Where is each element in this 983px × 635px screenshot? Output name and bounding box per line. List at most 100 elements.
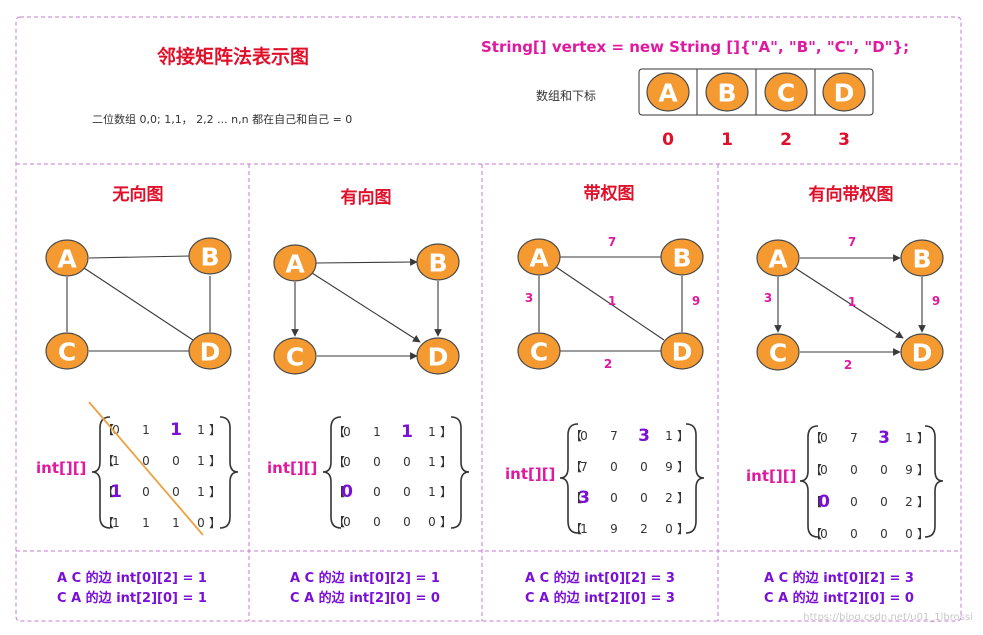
watermark: https://blog.csdn.net/u01_1lbrossi (803, 612, 973, 623)
svg-text:C: C (286, 343, 304, 372)
matrix-bracket-right: 】 (917, 431, 929, 445)
svg-text:B: B (672, 244, 691, 273)
svg-text:A: A (768, 245, 788, 274)
node-b: B (660, 238, 704, 276)
matrix-cell: 0 (403, 485, 411, 499)
matrix-cell: 0 (640, 460, 648, 474)
node-b: B (416, 243, 460, 281)
svg-text:A: A (57, 245, 77, 274)
matrix-cell: 7 (610, 429, 618, 443)
svg-text:C A 的边 int[2][0] = 0: C A 的边 int[2][0] = 0 (290, 590, 440, 606)
node-c: C (517, 332, 561, 370)
matrix-cell: 0 (373, 515, 381, 529)
matrix-label: int[][] (36, 459, 86, 477)
svg-text:D: D (834, 79, 855, 108)
svg-text:D: D (428, 343, 449, 372)
matrix-bracket-right: 】 (209, 454, 221, 468)
svg-text:C: C (777, 79, 795, 108)
matrix-cell: 3 (578, 488, 590, 508)
node-a: A (756, 239, 800, 277)
array-cell-d: D (822, 72, 866, 112)
graph-edges (66, 255, 211, 352)
matrix-bracket-left: 【 (333, 455, 345, 469)
svg-text:B: B (717, 79, 736, 108)
matrix-cell: 0 (343, 515, 351, 529)
matrix-cell: 9 (665, 460, 673, 474)
matrix-cell: 1 (401, 422, 413, 442)
matrix-bracket-left: 【 (333, 485, 345, 499)
svg-text:2: 2 (844, 358, 852, 372)
matrix-bracket-right: 】 (677, 522, 689, 536)
matrix-bracket-right: 】 (209, 485, 221, 499)
matrix-cell: 0 (373, 455, 381, 469)
panel-title: 有向图 (341, 187, 392, 208)
panel-title: 有向带权图 (809, 184, 894, 205)
array-cell-b: B (705, 72, 749, 112)
matrix-cell: 7 (850, 431, 858, 445)
matrix-bracket-right: 】 (440, 485, 452, 499)
matrix-bracket-left: 【 (333, 425, 345, 439)
matrix-cell: 9 (905, 463, 913, 477)
node-c: C (756, 333, 800, 371)
matrix-cell: 1 (197, 423, 205, 437)
svg-text:1: 1 (608, 294, 616, 308)
matrix-cell: 1 (170, 420, 182, 440)
panel-title: 带权图 (584, 183, 635, 204)
graph-edges (291, 258, 442, 360)
svg-text:C: C (58, 338, 76, 367)
matrix-cell: 1 (142, 423, 150, 437)
matrix-cell: 0 (880, 495, 888, 509)
node-a: A (45, 239, 89, 277)
array-label: 数组和下标 (536, 88, 596, 103)
matrix-cell: 1 (905, 431, 913, 445)
matrix-bracket-left: 【 (810, 495, 822, 509)
matrix-cell: 0 (665, 522, 673, 536)
node-d: D (416, 337, 460, 375)
matrix-cell: 0 (820, 463, 828, 477)
array-cell-a: A (646, 72, 690, 112)
matrix-cell: 1 (580, 522, 588, 536)
matrix-cell: 1 (112, 454, 120, 468)
matrix-cell: 0 (580, 429, 588, 443)
svg-text:B: B (912, 245, 931, 274)
svg-text:A: A (529, 244, 549, 273)
matrix-cell: 0 (172, 485, 180, 499)
vertex-array: A B C D (638, 68, 874, 116)
matrix-cell: 1 (428, 455, 436, 469)
matrix-bracket-right: 】 (917, 463, 929, 477)
svg-text:7: 7 (848, 235, 856, 249)
array-indices: 0 1 2 3 (662, 130, 850, 150)
node-c: C (273, 337, 317, 375)
matrix-cell: 1 (172, 516, 180, 530)
footer-captions: A C 的边 int[0][2] = 1 C A 的边 int[2][0] = … (57, 570, 914, 606)
edge-weights: 7 3 1 9 2 (525, 235, 700, 371)
diagonal-note: 二位数组 0,0; 1,1， 2,2 ... n,n 都在自己和自己 = 0 (92, 112, 352, 126)
matrix-cell: 0 (880, 463, 888, 477)
matrix-cell: 0 (610, 460, 618, 474)
svg-text:C A 的边 int[2][0] = 1: C A 的边 int[2][0] = 1 (57, 590, 207, 606)
matrix-cell: 0 (403, 515, 411, 529)
matrix-bracket-left: 【 (570, 522, 582, 536)
matrix-cell: 0 (341, 482, 353, 502)
matrix-cell: 0 (820, 431, 828, 445)
edge-weights: 7 3 1 9 2 (764, 235, 940, 372)
matrix-cell: 1 (197, 485, 205, 499)
matrix-label: int[][] (746, 467, 796, 485)
matrix-cell: 0 (403, 455, 411, 469)
matrix-cell: 0 (172, 454, 180, 468)
frame-lines (15, 16, 962, 622)
matrix-bracket-right: 】 (440, 455, 452, 469)
matrix-left-brace (91, 416, 111, 529)
matrix-left-brace (799, 425, 819, 538)
matrix-bracket-left: 【 (102, 485, 114, 499)
matrix-bracket-left: 【 (810, 463, 822, 477)
matrix-cell: 0 (373, 485, 381, 499)
matrix-cell: 7 (580, 460, 588, 474)
matrix-cell: 1 (142, 516, 150, 530)
node-d: D (188, 332, 232, 370)
matrix-cell: 9 (610, 522, 618, 536)
